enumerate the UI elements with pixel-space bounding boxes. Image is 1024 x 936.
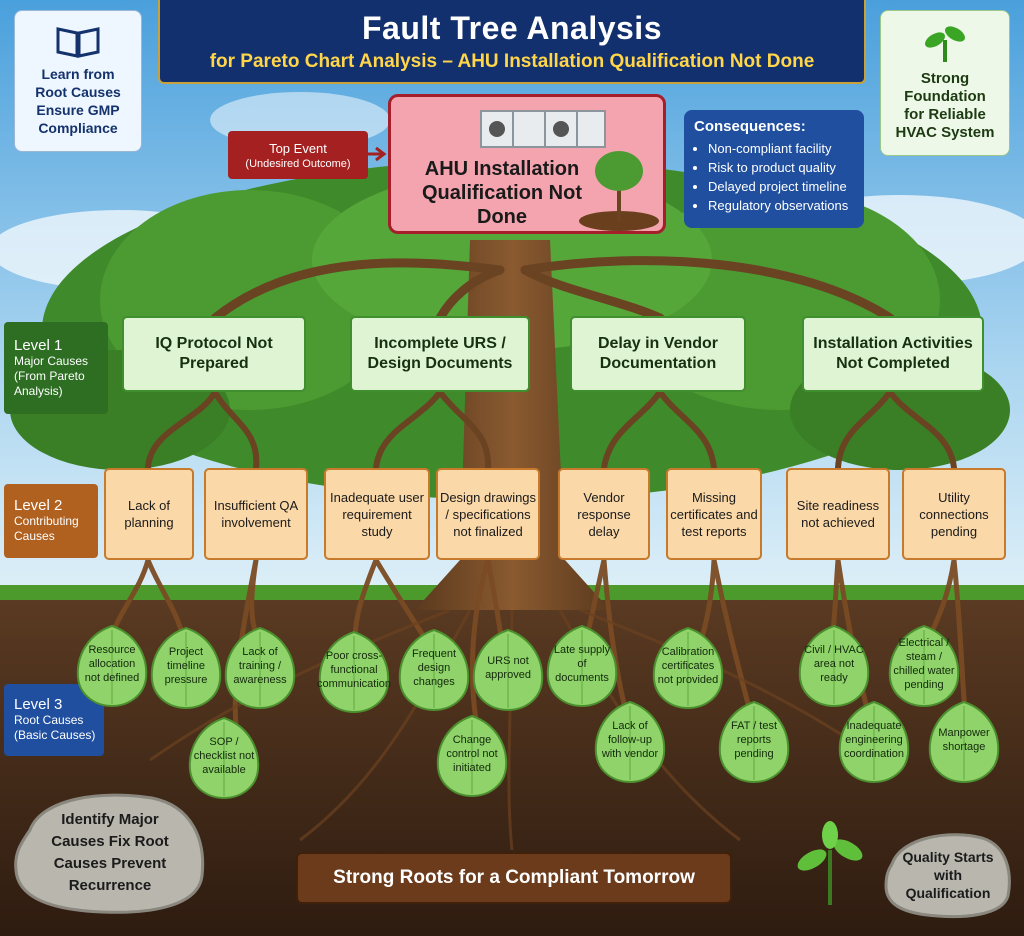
root-cause-text: Late supply of documents	[553, 644, 611, 684]
stone-left-shape	[14, 793, 205, 914]
top-event-tag-label: Top Event	[269, 140, 327, 156]
leaf-shape	[188, 716, 260, 800]
major-cause-box: Incomplete URS / Design Documents	[350, 316, 530, 392]
ahu-unit-icon	[480, 110, 606, 148]
leaf-shape	[398, 628, 470, 712]
root-cause-leaf: Late supply of documents	[544, 624, 620, 708]
stone-left-text: Identify Major Causes Fix Root Causes Pr…	[51, 811, 169, 894]
bottom-banner: Strong Roots for a Compliant Tomorrow	[296, 852, 732, 904]
level-1-name: Level 1	[14, 336, 63, 354]
root-cause-leaf: Inadequate engineering coordination	[836, 700, 912, 784]
top-event-box: AHU Installation Qualification Not Done	[388, 94, 666, 234]
root-cause-leaf: Civil / HVAC area not ready	[796, 624, 872, 708]
contributing-cause-box: Inadequate user requirement study	[324, 468, 430, 560]
contributing-cause-box: Utility connections pending	[902, 468, 1006, 560]
stone-right-shape	[884, 833, 1011, 919]
consequences-heading: Consequences:	[694, 118, 806, 135]
root-cause-leaf: FAT / test reports pending	[716, 700, 792, 784]
leaf-shape	[546, 624, 618, 708]
consequences-list: Non-compliant facility Risk to product q…	[694, 139, 848, 215]
root-cause-leaf: Frequent design changes	[396, 628, 472, 712]
root-cause-text: Lack of follow-up with vendor	[601, 720, 659, 760]
leaf-shape	[594, 700, 666, 784]
level-3-desc: Root Causes (Basic Causes)	[14, 713, 96, 742]
small-tree-icon	[579, 151, 659, 231]
consequences-box: Consequences: Non-compliant facility Ris…	[684, 110, 864, 228]
root-cause-leaf: Lack of follow-up with vendor	[592, 700, 668, 784]
leaf-shape	[150, 626, 222, 710]
root-cause-text: Frequent design changes	[411, 648, 457, 688]
root-cause-text: Poor cross-functional communication	[317, 650, 391, 690]
title-banner: Fault Tree Analysis for Pareto Chart Ana…	[158, 0, 866, 84]
level-3-name: Level 3	[14, 696, 63, 713]
top-event-tag-sub: (Undesired Outcome)	[245, 157, 351, 170]
root-cause-text: SOP / checklist not available	[193, 736, 255, 776]
sprout-icon	[925, 26, 965, 62]
top-event-label: AHU Installation Qualification Not Done	[422, 158, 582, 228]
leaf-shape	[318, 630, 390, 714]
root-cause-text: Change control not initiated	[446, 734, 498, 774]
contributing-cause-box: Lack of planning	[104, 468, 194, 560]
major-cause-box: Delay in Vendor Documentation	[570, 316, 746, 392]
leaf-shape	[888, 624, 960, 708]
contributing-cause-box: Site readiness not achieved	[786, 468, 890, 560]
consequence-item: Regulatory observations	[708, 196, 848, 215]
leaf-shape	[224, 626, 296, 710]
root-cause-leaf: URS not approved	[470, 628, 546, 712]
book-icon	[56, 27, 100, 58]
root-cause-leaf: Electrical / steam / chilled water pendi…	[886, 624, 962, 708]
root-cause-text: Electrical / steam / chilled water pendi…	[893, 637, 955, 691]
stone-right: Quality Starts with Qualification	[882, 830, 1014, 920]
consequence-item: Risk to product quality	[708, 158, 848, 177]
learn-card-text: Learn from Root Causes Ensure GMP Compli…	[35, 66, 121, 136]
root-cause-text: Civil / HVAC area not ready	[804, 644, 864, 684]
leaf-shape	[436, 714, 508, 798]
contributing-cause-box: Design drawings / specifications not fin…	[436, 468, 540, 560]
root-cause-text: Inadequate engineering coordination	[844, 720, 904, 760]
root-cause-text: FAT / test reports pending	[730, 720, 778, 760]
root-cause-text: Resource allocation not defined	[84, 644, 140, 684]
contributing-cause-box: Insufficient QA involvement	[204, 468, 308, 560]
contributing-cause-box: Missing certificates and test reports	[666, 468, 762, 560]
leaf-shape	[798, 624, 870, 708]
major-cause-box: IQ Protocol Not Prepared	[122, 316, 306, 392]
level-2-desc: Contributing Causes	[14, 514, 79, 543]
root-cause-text: Calibration certificates not provided	[657, 646, 719, 686]
foundation-card-text: Strong Foundation for Reliable HVAC Syst…	[895, 70, 995, 141]
consequence-item: Delayed project timeline	[708, 177, 848, 196]
arrow-right-icon	[366, 146, 387, 162]
leaf-shape	[838, 700, 910, 784]
stone-right-text: Quality Starts with Qualification	[902, 849, 994, 901]
level-1-desc: Major Causes (From Pareto Analysis)	[14, 353, 89, 398]
leaf-shape	[472, 628, 544, 712]
leaf-shape	[928, 700, 1000, 784]
root-cause-text: Manpower shortage	[938, 727, 990, 753]
root-cause-leaf: Resource allocation not defined	[74, 624, 150, 708]
root-cause-text: URS not approved	[485, 655, 531, 681]
leaf-shape	[76, 624, 148, 708]
major-cause-box: Installation Activities Not Completed	[802, 316, 984, 392]
page-subtitle: for Pareto Chart Analysis – AHU Installa…	[209, 50, 815, 72]
root-cause-leaf: Calibration certificates not provided	[650, 626, 726, 710]
level-2-tag: Level 2 Contributing Causes	[4, 484, 98, 558]
root-cause-leaf: Project timeline pressure	[148, 626, 224, 710]
root-cause-leaf: Lack of training / awareness	[222, 626, 298, 710]
level-2-name: Level 2	[14, 497, 63, 514]
root-cause-leaf: Manpower shortage	[926, 700, 1002, 784]
consequence-item: Non-compliant facility	[708, 139, 848, 158]
stone-left: Identify Major Causes Fix Root Causes Pr…	[12, 790, 208, 916]
page-title: Fault Tree Analysis	[362, 9, 662, 46]
level-1-tag: Level 1 Major Causes (From Pareto Analys…	[4, 322, 108, 414]
top-event-tag: Top Event (Undesired Outcome)	[228, 131, 368, 179]
foundation-card: Strong Foundation for Reliable HVAC Syst…	[880, 10, 1010, 156]
root-cause-leaf: Change control not initiated	[434, 714, 510, 798]
leaf-shape	[652, 626, 724, 710]
root-cause-text: Lack of training / awareness	[233, 646, 287, 686]
leaf-shape	[718, 700, 790, 784]
contributing-cause-box: Vendor response delay	[558, 468, 650, 560]
learn-card: Learn from Root Causes Ensure GMP Compli…	[14, 10, 142, 152]
root-cause-text: Project timeline pressure	[164, 646, 208, 686]
root-cause-leaf: Poor cross-functional communication	[316, 630, 392, 714]
root-cause-leaf: SOP / checklist not available	[186, 716, 262, 800]
